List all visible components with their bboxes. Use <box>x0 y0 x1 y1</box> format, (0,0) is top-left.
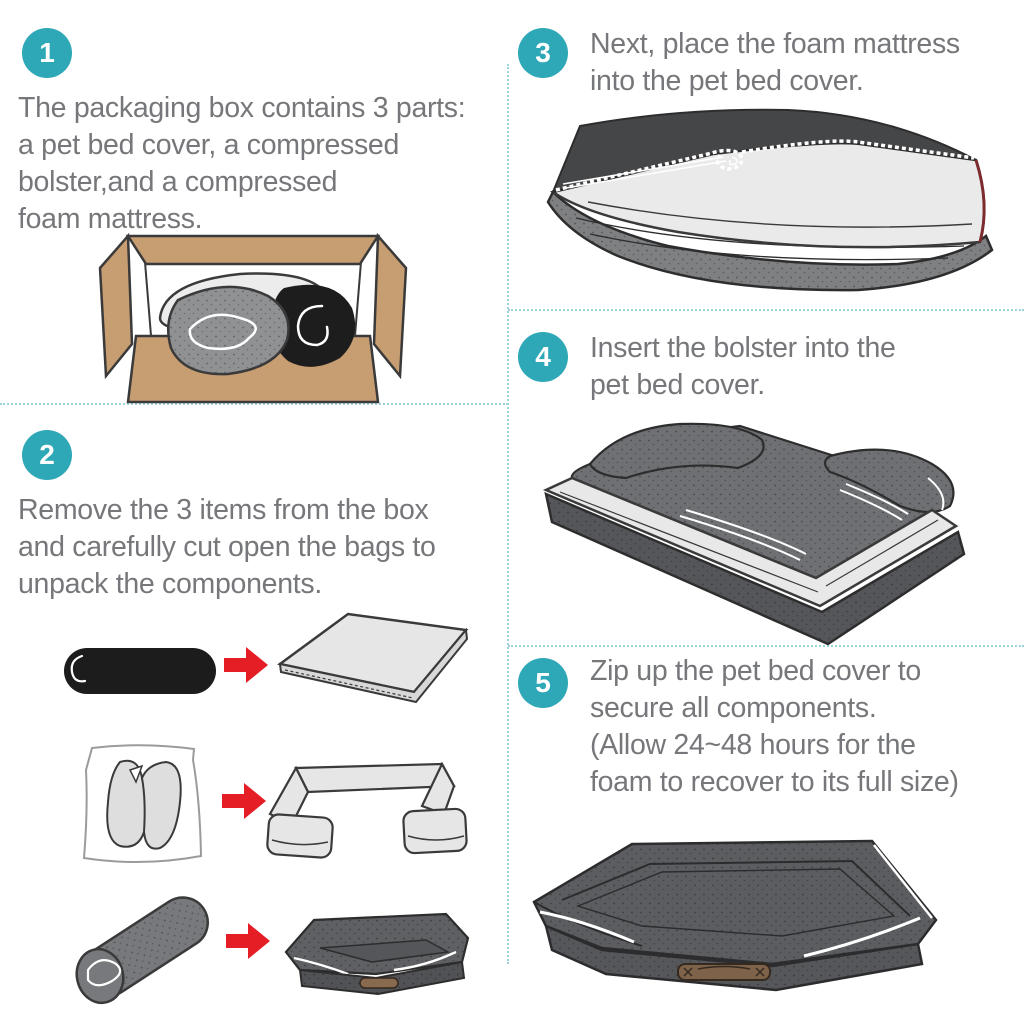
step-1-line-2: a pet bed cover, a compressed <box>18 129 400 161</box>
step-1-line-1: The packaging box contains 3 parts: <box>18 92 466 124</box>
step-2-badge: 2 <box>22 430 72 480</box>
unpack-arrow-icon <box>226 923 270 959</box>
step-2-text: Remove the 3 items from the box and care… <box>18 492 436 603</box>
expanded-bolster-illustration <box>266 761 468 859</box>
packaging-box-illustration <box>98 232 408 404</box>
bolster-into-cover-illustration <box>542 422 966 646</box>
finished-bed-illustration <box>532 839 938 992</box>
step-4-badge: 4 <box>518 332 568 382</box>
step-5-line-2: secure all components. <box>590 692 877 724</box>
step-5-line-3: (Allow 24~48 hours for the <box>590 729 916 761</box>
step-1-text: The packaging box contains 3 parts: a pe… <box>18 90 466 238</box>
step-4-line-1: Insert the bolster into the <box>590 332 896 364</box>
step-1-line-3: bolster,and a compressed <box>18 166 338 198</box>
mattress-into-cover-illustration <box>546 108 994 292</box>
divider-step3-step4 <box>508 309 1024 311</box>
divider-vertical <box>507 64 509 964</box>
step-2-line-1: Remove the 3 items from the box <box>18 494 429 526</box>
step-5-line-4: foam to recover to its full size) <box>590 766 959 798</box>
divider-step1-step2 <box>0 403 508 405</box>
rolled-cover-illustration <box>75 896 209 1005</box>
step-3-number: 3 <box>535 37 551 68</box>
step-5-text: Zip up the pet bed cover to secure all c… <box>590 653 959 801</box>
step-1-line-4: foam mattress. <box>18 203 203 235</box>
step-3-text: Next, place the foam mattress into the p… <box>590 26 960 100</box>
step-1-badge: 1 <box>22 28 72 78</box>
unpack-arrow-icon <box>222 783 266 819</box>
flat-foam-mattress-illustration <box>277 612 469 704</box>
step-5-badge: 5 <box>518 658 568 708</box>
compressed-mattress-roll-illustration <box>64 648 216 694</box>
bagged-bolster-illustration <box>82 744 203 864</box>
step-5-number: 5 <box>535 667 551 698</box>
step-2-number: 2 <box>39 439 55 470</box>
divider-step4-step5 <box>508 645 1024 647</box>
assembled-bed-small-illustration <box>284 912 470 996</box>
step-4-line-2: pet bed cover. <box>590 369 765 401</box>
step-3-badge: 3 <box>518 28 568 78</box>
step-4-number: 4 <box>535 341 551 372</box>
step-3-line-2: into the pet bed cover. <box>590 65 864 97</box>
unpack-arrow-icon <box>224 647 268 683</box>
step-1-number: 1 <box>39 37 55 68</box>
step-3-line-1: Next, place the foam mattress <box>590 28 960 60</box>
step-2-line-3: unpack the components. <box>18 568 322 600</box>
step-4-text: Insert the bolster into the pet bed cove… <box>590 330 896 404</box>
step-2-line-2: and carefully cut open the bags to <box>18 531 436 563</box>
step-5-line-1: Zip up the pet bed cover to <box>590 655 921 687</box>
